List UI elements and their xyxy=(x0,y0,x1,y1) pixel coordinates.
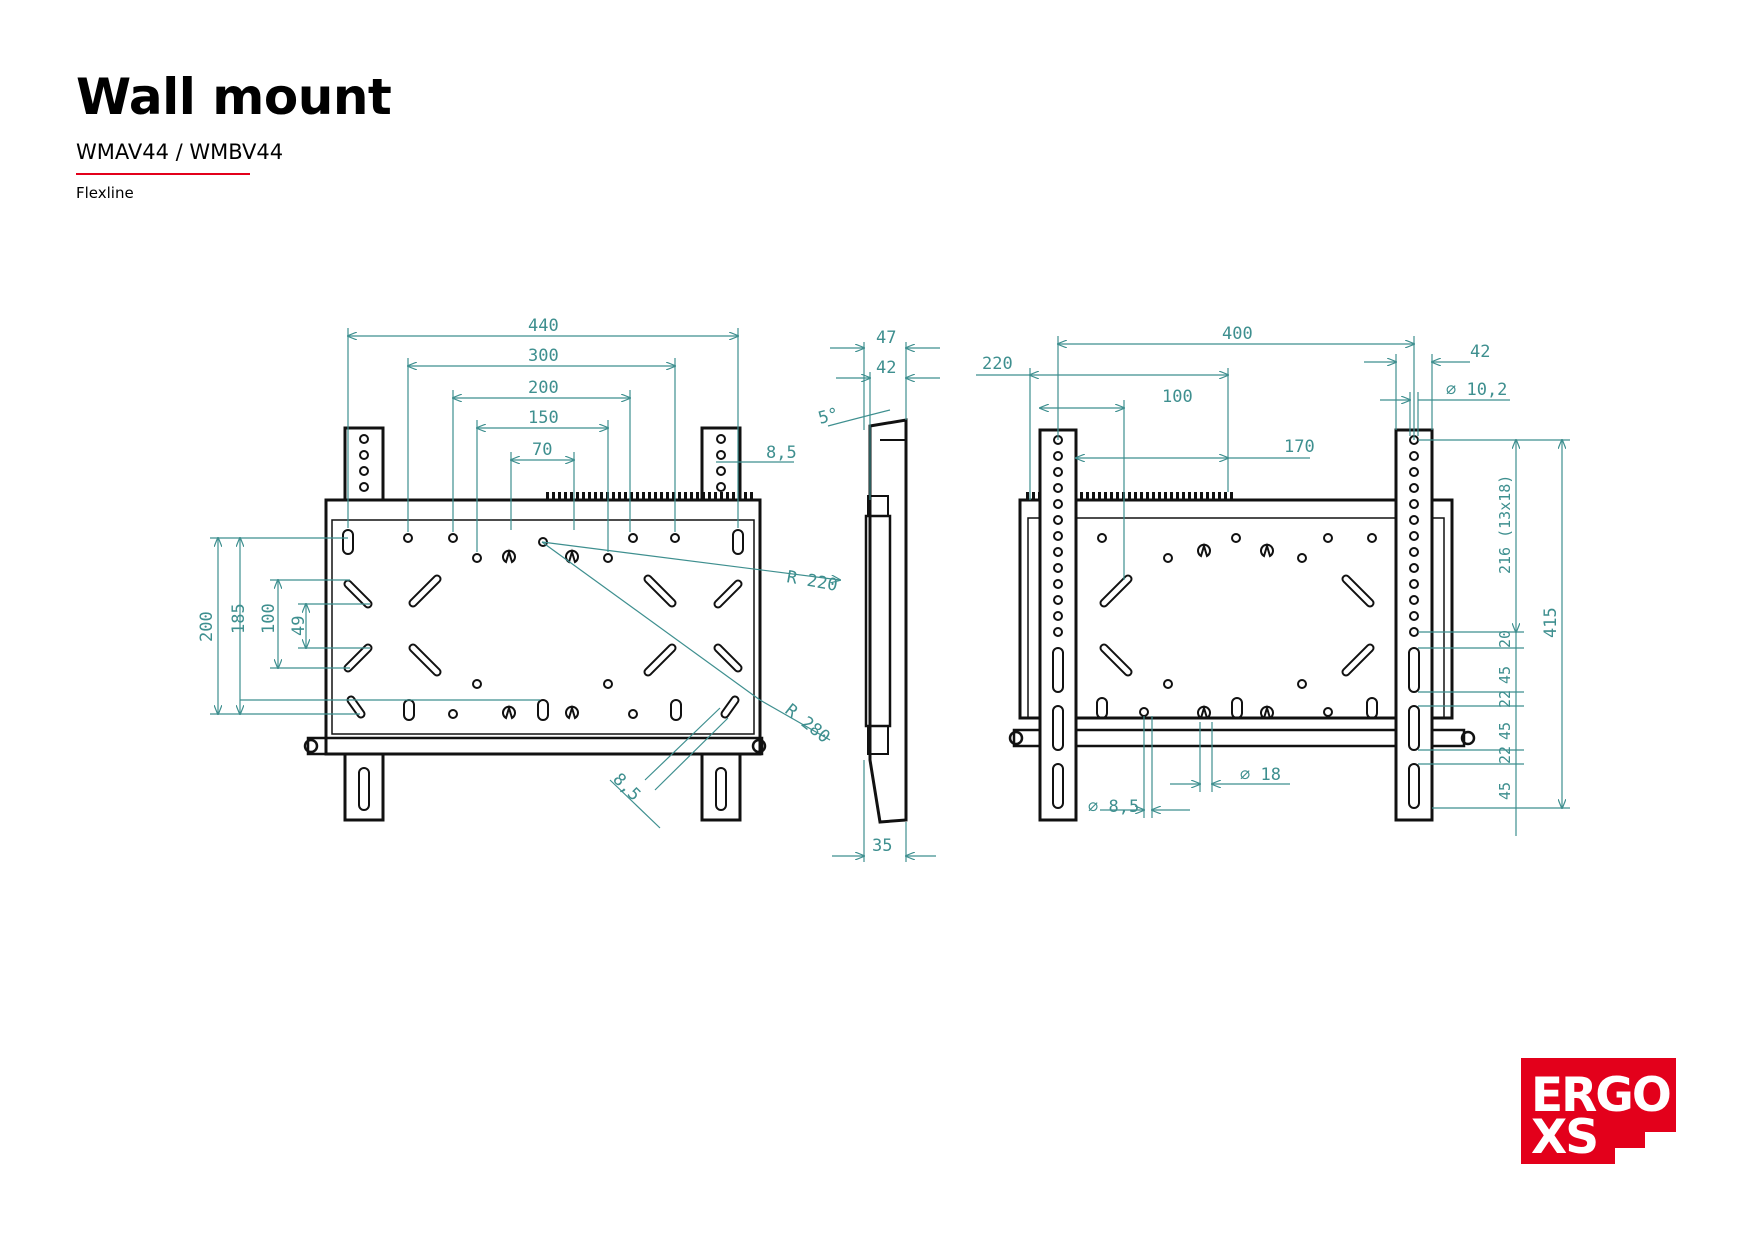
front-rack xyxy=(546,492,756,500)
dim-slot2-8-5: 8,5 xyxy=(608,769,644,805)
dim-100-back: 100 xyxy=(1162,387,1193,407)
accent-rule xyxy=(76,173,250,175)
dim-42-back: 42 xyxy=(1470,342,1490,362)
product-series: Flexline xyxy=(76,184,134,202)
front-bottom-rail xyxy=(306,736,764,756)
dim-45-a: 45 xyxy=(1496,666,1514,684)
back-bottom-rail xyxy=(1012,728,1466,748)
side-dimensions xyxy=(827,342,940,862)
dim-r280: R 280 xyxy=(781,700,834,747)
dim-22-a: 22 xyxy=(1496,690,1514,708)
back-view xyxy=(1008,428,1476,822)
dim-45-c: 45 xyxy=(1496,782,1514,800)
dim-220: 220 xyxy=(982,354,1013,374)
ergoxs-logo: ERGO XS xyxy=(1521,1058,1676,1164)
dim-150: 150 xyxy=(528,408,559,428)
dim-hole-8-5: ⌀ 8,5 xyxy=(1088,797,1139,817)
dim-200-width: 200 xyxy=(528,378,559,398)
front-view xyxy=(303,426,767,822)
dim-70: 70 xyxy=(532,440,552,460)
dim-hole-10-2: ⌀ 10,2 xyxy=(1446,380,1507,400)
dim-20: 20 xyxy=(1496,630,1514,648)
front-top-right-tab xyxy=(700,426,742,502)
page-title: Wall mount xyxy=(76,68,392,126)
dim-r220: R 220 xyxy=(785,567,839,596)
dim-440: 440 xyxy=(528,316,559,336)
front-dimension-labels: 440 300 200 150 70 8,5 R 220 R 280 8,5 2… xyxy=(197,316,839,805)
front-dimensions xyxy=(210,328,840,829)
dim-hole-18: ⌀ 18 xyxy=(1240,765,1281,785)
dim-angle: 5° xyxy=(816,404,841,429)
dim-200-height: 200 xyxy=(197,611,217,642)
dim-100: 100 xyxy=(259,603,279,634)
dim-45-b: 45 xyxy=(1496,722,1514,740)
dim-pitch: 216 (13x18) xyxy=(1496,475,1514,574)
logo-shape xyxy=(1521,1058,1676,1164)
dim-49: 49 xyxy=(289,616,309,636)
back-dimension-labels: 400 220 100 170 42 ⌀ 10,2 216 (13x18) 41… xyxy=(982,324,1561,817)
dim-185: 185 xyxy=(229,603,249,634)
back-right-upright xyxy=(1394,428,1434,822)
dim-300: 300 xyxy=(528,346,559,366)
dim-415: 415 xyxy=(1541,607,1561,638)
logo-word-1: ERGO xyxy=(1531,1068,1672,1123)
back-dimensions xyxy=(976,336,1570,836)
dim-170: 170 xyxy=(1284,437,1315,457)
dim-22-b: 22 xyxy=(1496,746,1514,764)
side-view xyxy=(864,418,908,824)
dim-slot-8-5: 8,5 xyxy=(766,443,797,463)
logo-word-2: XS xyxy=(1531,1110,1599,1165)
back-plate xyxy=(1018,498,1454,720)
model-numbers: WMAV44 / WMBV44 xyxy=(76,140,284,164)
dim-35: 35 xyxy=(872,836,892,856)
dim-47: 47 xyxy=(876,328,896,348)
side-plate xyxy=(868,418,908,824)
front-bottom-right-leg xyxy=(700,752,742,822)
front-inner-plate xyxy=(331,519,755,735)
front-top-left-tab xyxy=(343,426,385,502)
dim-42-side: 42 xyxy=(876,358,896,378)
dim-400: 400 xyxy=(1222,324,1253,344)
upright-holes xyxy=(1052,435,1420,809)
back-left-upright xyxy=(1038,428,1078,822)
front-bottom-left-leg xyxy=(343,752,385,822)
